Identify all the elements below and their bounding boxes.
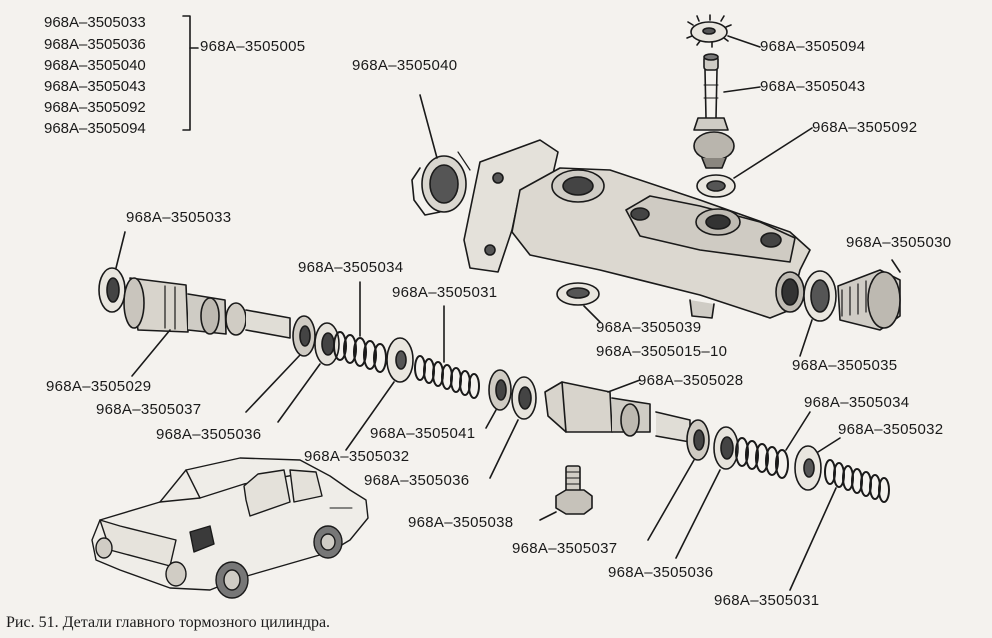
spring-031-bottom xyxy=(789,459,890,591)
callout-031-bottom: 968A–3505031 xyxy=(714,592,820,609)
seal-041 xyxy=(485,369,512,429)
leader-lines xyxy=(457,151,471,171)
callout-032-left: 968A–3505032 xyxy=(304,448,410,465)
callout-034-top: 968A–3505034 xyxy=(298,259,404,276)
car-illustration xyxy=(91,457,369,599)
callout-029: 968A–3505029 xyxy=(46,378,152,395)
seal-035 xyxy=(799,270,837,357)
seal-036-bottom xyxy=(675,426,739,559)
washer-092 xyxy=(696,127,813,198)
seal-036-mid xyxy=(489,376,537,479)
callout-094: 968A–3505094 xyxy=(760,38,866,55)
callout-039: 968A–3505039 xyxy=(596,319,702,336)
kit-part-label: 968A–3505043 xyxy=(44,78,146,95)
spring-034-right xyxy=(735,411,811,479)
washer-039 xyxy=(556,282,601,323)
callout-015: 968A–3505015–10 xyxy=(596,343,728,360)
bolt-038 xyxy=(539,465,593,521)
callout-035: 968A–3505035 xyxy=(792,357,898,374)
spring-034-top xyxy=(333,281,387,373)
piston-029 xyxy=(123,277,291,377)
callout-034-right: 968A–3505034 xyxy=(804,394,910,411)
kit-bracket xyxy=(182,15,199,131)
figure-caption: Рис. 51. Детали главного тормозного цили… xyxy=(6,614,331,631)
callout-036-bottom: 968A–3505036 xyxy=(608,564,714,581)
spring-031-top xyxy=(414,305,480,399)
callout-036-left: 968A–3505036 xyxy=(156,426,262,443)
seal-037-bottom xyxy=(647,419,710,541)
callout-030: 968A–3505030 xyxy=(846,234,952,251)
callout-037-left: 968A–3505037 xyxy=(96,401,202,418)
callout-043: 968A–3505043 xyxy=(760,78,866,95)
piston-028 xyxy=(544,379,691,443)
callout-038: 968A–3505038 xyxy=(408,514,514,531)
callout-092: 968A–3505092 xyxy=(812,119,918,136)
seal-036-left xyxy=(277,322,340,423)
seal-037-left xyxy=(245,315,316,413)
callout-040: 968A–3505040 xyxy=(352,57,458,74)
callout-028: 968A–3505028 xyxy=(638,372,744,389)
kit-part-label: 968A–3505033 xyxy=(44,14,146,31)
valve-043 xyxy=(693,53,761,169)
washer-032-right xyxy=(794,437,841,491)
kit-assembly-label: 968A–3505005 xyxy=(200,38,306,55)
cup-040 xyxy=(411,94,467,216)
kit-part-label: 968A–3505092 xyxy=(44,99,146,116)
callout-037-bottom: 968A–3505037 xyxy=(512,540,618,557)
seal-033 xyxy=(98,231,126,313)
callout-033: 968A–3505033 xyxy=(126,209,232,226)
plug-030 xyxy=(837,259,901,331)
callout-032-right: 968A–3505032 xyxy=(838,421,944,438)
lock-washer-094 xyxy=(686,14,761,48)
kit-part-label: 968A–3505094 xyxy=(44,120,146,137)
kit-part-label: 968A–3505036 xyxy=(44,36,146,53)
callout-031-top: 968A–3505031 xyxy=(392,284,498,301)
callout-036-mid: 968A–3505036 xyxy=(364,472,470,489)
washer-032-left xyxy=(345,337,414,451)
cylinder-body xyxy=(463,139,811,319)
callout-041: 968A–3505041 xyxy=(370,425,476,442)
kit-part-label: 968A–3505040 xyxy=(44,57,146,74)
